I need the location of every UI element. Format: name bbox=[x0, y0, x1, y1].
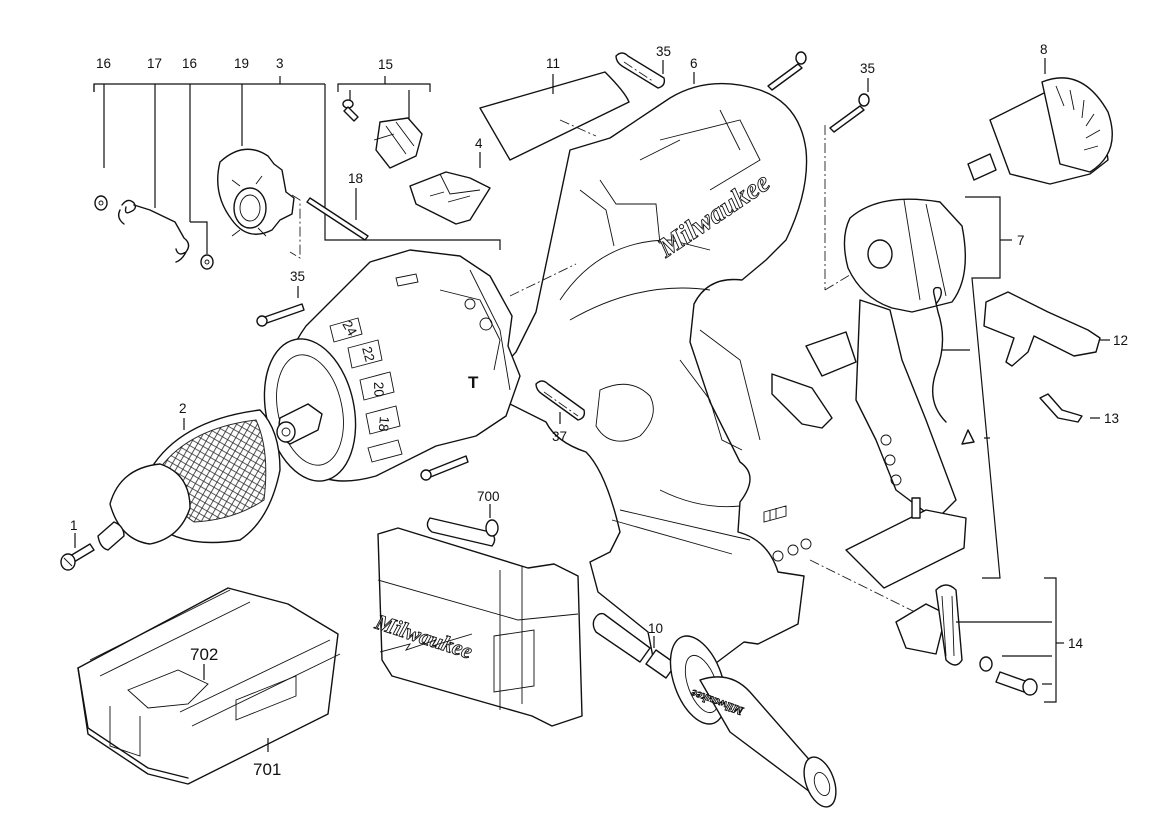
gear-marking-2: 22 bbox=[359, 345, 377, 363]
spring-part-13 bbox=[1039, 393, 1100, 423]
callout-11: 11 bbox=[546, 56, 560, 71]
bit-holder-part-15 bbox=[373, 117, 423, 169]
case-part-701 bbox=[77, 587, 341, 785]
screw-part-35-lower bbox=[420, 455, 469, 481]
callout-3: 3 bbox=[276, 56, 284, 71]
wire-spring-part-17 bbox=[117, 199, 190, 263]
side-handle-part-10: Milwaukee bbox=[592, 612, 837, 808]
callout-35-left: 35 bbox=[290, 269, 305, 284]
screw-part-35-left bbox=[256, 286, 305, 327]
callout-12: 12 bbox=[1113, 333, 1128, 348]
callout-2: 2 bbox=[179, 401, 187, 416]
gear-marking-3: 20 bbox=[371, 382, 387, 398]
callout-19: 19 bbox=[234, 56, 249, 71]
belt-clip-part-14 bbox=[895, 577, 1064, 703]
mode-plate-part-19 bbox=[217, 148, 301, 259]
screw-part-37 bbox=[535, 380, 586, 424]
callout-701: 701 bbox=[253, 760, 281, 779]
screw-part-35-top bbox=[615, 52, 666, 89]
gear-marking-1: 24 bbox=[339, 318, 360, 339]
chuck-part-2 bbox=[97, 409, 281, 551]
callout-7: 7 bbox=[1017, 233, 1025, 248]
bracket-group-3 bbox=[93, 76, 501, 254]
callout-13: 13 bbox=[1104, 411, 1119, 426]
retaining-ring-part-16 bbox=[94, 195, 108, 211]
callout-10: 10 bbox=[648, 621, 663, 636]
gear-mode-symbol: T bbox=[468, 373, 479, 392]
callout-700: 700 bbox=[477, 489, 500, 504]
callout-14: 14 bbox=[1068, 636, 1084, 651]
case-part-700: Milwaukee bbox=[371, 504, 583, 727]
callout-35-top: 35 bbox=[656, 44, 671, 59]
screw-part-15 bbox=[342, 99, 359, 122]
screw-part-35-upper-right bbox=[767, 51, 807, 91]
callout-17: 17 bbox=[147, 56, 162, 71]
rotor-part-8 bbox=[967, 58, 1113, 185]
gear-marking-4: 18 bbox=[376, 416, 392, 432]
gearbox-part-3: 24 22 20 18 T bbox=[263, 249, 521, 482]
callout-16-right: 16 bbox=[182, 56, 197, 71]
callout-15: 15 bbox=[378, 57, 393, 72]
callout-4: 4 bbox=[475, 136, 483, 151]
housing-part-6: Milwaukee bbox=[502, 82, 812, 673]
stator-part-7 bbox=[843, 198, 966, 313]
callout-35-right: 35 bbox=[860, 61, 875, 76]
callout-6: 6 bbox=[690, 56, 698, 71]
nameplate-part-11 bbox=[479, 71, 630, 161]
screw-part-1 bbox=[60, 533, 95, 571]
shift-knob-part-4 bbox=[409, 152, 491, 225]
callout-16-left: 16 bbox=[96, 56, 111, 71]
retaining-ring-part-16b bbox=[200, 254, 214, 270]
centerline-gearbox bbox=[509, 263, 577, 297]
callout-18: 18 bbox=[348, 171, 363, 186]
callout-702: 702 bbox=[190, 645, 218, 664]
callout-1: 1 bbox=[70, 518, 78, 533]
callout-37: 37 bbox=[552, 429, 567, 444]
centerline-belt-clip bbox=[809, 559, 916, 613]
pin-part-18 bbox=[306, 188, 369, 241]
electronics-module-part-7 bbox=[771, 286, 975, 589]
bracket-group-15 bbox=[337, 76, 431, 120]
trigger-switch-part-12 bbox=[983, 291, 1110, 367]
screw-part-35-right bbox=[829, 78, 870, 133]
callout-8: 8 bbox=[1040, 42, 1048, 57]
